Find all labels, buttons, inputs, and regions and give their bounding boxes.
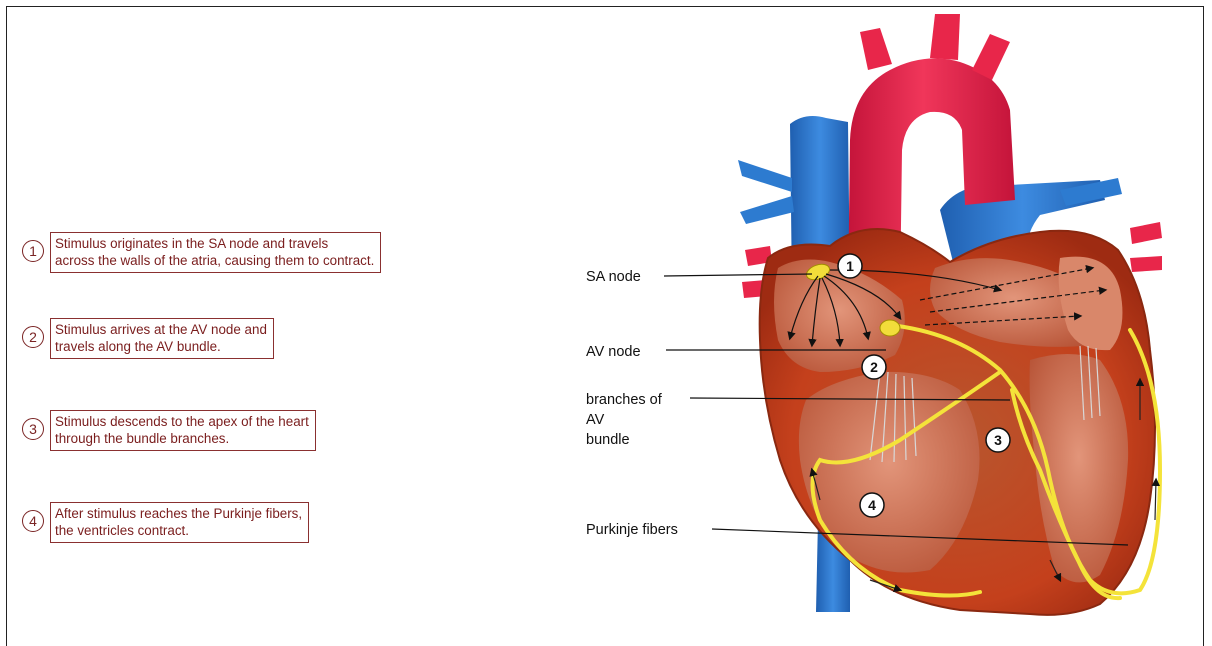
heart-illustration: 1 2 3 4 SA node AV node branches of AV b…: [0, 0, 1212, 619]
svg-text:3: 3: [994, 432, 1002, 448]
heart-marker-4: 4: [860, 493, 884, 517]
av-node-label: AV node: [586, 344, 641, 360]
sa-node-label: SA node: [586, 269, 641, 285]
branches-label-line2: AV: [586, 412, 605, 428]
branches-label-line1: branches of: [586, 392, 663, 408]
svg-text:2: 2: [870, 359, 878, 375]
branches-label-line3: bundle: [586, 432, 630, 448]
av-node: [880, 320, 900, 336]
heart-marker-1: 1: [838, 254, 862, 278]
purkinje-fibers-label: Purkinje fibers: [586, 522, 678, 538]
heart-marker-3: 3: [986, 428, 1010, 452]
svg-text:4: 4: [868, 497, 876, 513]
svg-text:1: 1: [846, 258, 854, 274]
heart-marker-2: 2: [862, 355, 886, 379]
